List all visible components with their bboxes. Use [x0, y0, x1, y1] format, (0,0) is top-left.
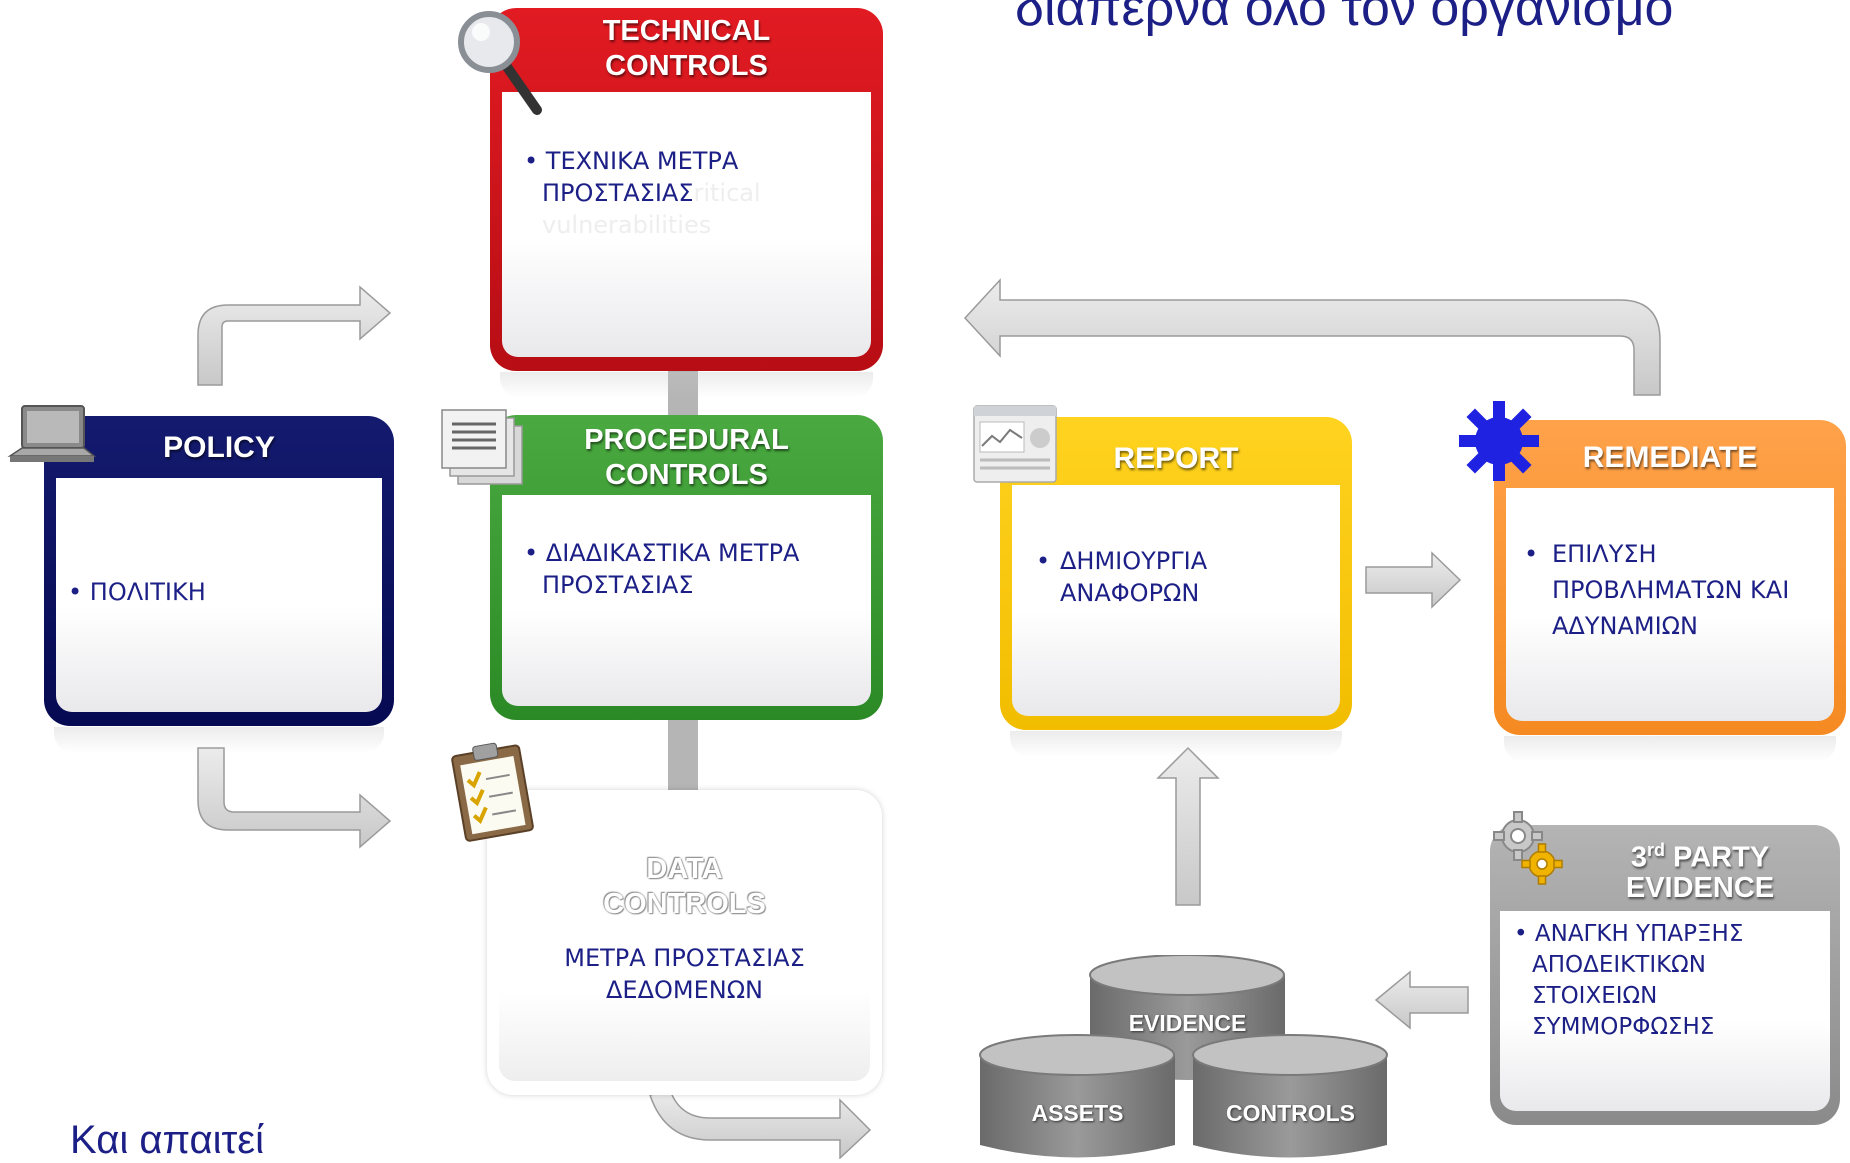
- arrow-remediate-to-technical: [963, 278, 1661, 396]
- technical-title-line2: CONTROLS: [605, 49, 768, 82]
- report-body-line2: ΑΝΑΦΟΡΩΝ: [1060, 579, 1200, 607]
- technical-ghost-line1: ritical: [693, 179, 761, 207]
- data-body-line1: ΜΕΤΡΑ ΠΡΟΣΤΑΣΙΑΣ: [564, 944, 805, 972]
- remediate-body-line1: ΕΠΙΛΥΣΗ: [1552, 540, 1657, 568]
- report-title: REPORT: [1113, 442, 1239, 475]
- report-card: REPORT • ΔΗΜΙΟΥΡΓΙΑ ΑΝΑΦΟΡΩΝ: [1000, 417, 1352, 730]
- evidence-title-line1: 3rd PARTY: [1560, 841, 1840, 873]
- arrow-data-bottom: [649, 1089, 872, 1159]
- policy-body: • ΠΟΛΙΤΙΚΗ: [68, 578, 206, 606]
- technical-body-line2: ΠΡΟΣΤΑΣΙΑΣ: [542, 179, 694, 207]
- clipboard-icon: [451, 742, 534, 842]
- technical-controls-card: TECHNICAL CONTROLS • ΤΕΧΝΙΚΑ ΜΕΤΡΑ ΠΡΟΣΤ…: [490, 8, 883, 371]
- evidence-title-sup: rd: [1646, 840, 1665, 860]
- arrow-policy-to-data: [197, 747, 392, 849]
- procedural-body-panel: • ΔΙΑΔΙΚΑΣΤΙΚΑ ΜΕΤΡΑ ΠΡΟΣΤΑΣΙΑΣ: [502, 495, 871, 706]
- arrow-report-to-remediate: [1365, 551, 1462, 609]
- evidence-body-line1: • ΑΝΑΓΚΗ ΥΠΑΡΞΗΣ: [1514, 921, 1744, 947]
- remediate-reflection: [1504, 736, 1836, 762]
- report-bullet: •: [1036, 547, 1051, 575]
- blue-gear-icon: [1459, 401, 1539, 481]
- technical-reflection: [500, 372, 873, 398]
- technical-ghost-line2: vulnerabilities: [542, 211, 712, 239]
- report-body-panel: • ΔΗΜΙΟΥΡΓΙΑ ΑΝΑΦΟΡΩΝ: [1012, 485, 1340, 716]
- document-stack-icon: [441, 409, 523, 485]
- evidence-body-line3: ΣΤΟΙΧΕΙΩΝ: [1532, 983, 1658, 1009]
- report-reflection: [1010, 731, 1342, 757]
- policy-reflection: [54, 727, 384, 753]
- remediate-card: REMEDIATE • ΕΠΙΛΥΣΗ ΠΡΟΒΛΗΜΑΤΩΝ ΚΑΙ ΑΔΥΝ…: [1494, 420, 1846, 735]
- remediate-body-panel: • ΕΠΙΛΥΣΗ ΠΡΟΒΛΗΜΑΤΩΝ ΚΑΙ ΑΔΥΝΑΜΙΩΝ: [1506, 488, 1834, 721]
- technical-title-line1: TECHNICAL: [602, 15, 771, 47]
- arrow-databases-to-report: [1156, 746, 1220, 906]
- procedural-body-line2: ΠΡΟΣΤΑΣΙΑΣ: [542, 571, 694, 599]
- gears-icon: [1493, 811, 1563, 885]
- database-stack: [979, 955, 1388, 1158]
- remediate-body-line2: ΠΡΟΒΛΗΜΑΤΩΝ ΚΑΙ: [1552, 576, 1790, 604]
- remediate-body-line3: ΑΔΥΝΑΜΙΩΝ: [1552, 612, 1698, 640]
- evidence-title-suffix: PARTY: [1664, 841, 1770, 874]
- report-screen-icon: [973, 405, 1057, 483]
- procedural-title-line2: CONTROLS: [605, 458, 768, 491]
- evidence-title-line2: EVIDENCE: [1625, 872, 1775, 905]
- arrow-evidence-to-databases: [1374, 970, 1469, 1030]
- laptop-icon: [7, 405, 96, 462]
- data-controls-card: DATA CONTROLS ΜΕΤΡΑ ΠΡΟΣΤΑΣΙΑΣ ΔΕΔΟΜΕΝΩΝ: [487, 790, 882, 1095]
- magnifier-icon: [458, 11, 542, 115]
- procedural-title-line1: PROCEDURAL: [584, 424, 789, 456]
- report-body-line1: ΔΗΜΙΟΥΡΓΙΑ: [1060, 547, 1208, 575]
- remediate-bullet: •: [1524, 540, 1539, 568]
- database-controls-label: CONTROLS: [1225, 1100, 1356, 1126]
- remediate-title: REMEDIATE: [1582, 441, 1758, 474]
- page-heading: διαπερνά όλο τον οργανισμό: [1015, 0, 1674, 37]
- procedural-controls-card: PROCEDURAL CONTROLS • ΔΙΑΔΙΚΑΣΤΙΚΑ ΜΕΤΡΑ…: [490, 415, 883, 720]
- data-title-line2: CONTROLS: [603, 887, 766, 920]
- arrow-policy-to-technical: [197, 285, 392, 386]
- policy-title: POLICY: [163, 431, 275, 464]
- footer-text: Και απαιτεί: [70, 1118, 265, 1162]
- technical-body-panel: • ΤΕΧΝΙΚΑ ΜΕΤΡΑ ΠΡΟΣΤΑΣΙΑΣritical vulner…: [502, 92, 871, 357]
- policy-body-panel: • ΠΟΛΙΤΙΚΗ: [56, 478, 382, 712]
- database-controls: [1192, 1034, 1388, 1158]
- policy-card: POLICY • ΠΟΛΙΤΙΚΗ: [44, 416, 394, 726]
- evidence-body-line2: ΑΠΟΔΕΙΚΤΙΚΩΝ: [1532, 952, 1706, 978]
- data-body-panel: ΜΕΤΡΑ ΠΡΟΣΤΑΣΙΑΣ ΔΕΔΟΜΕΝΩΝ: [499, 932, 870, 1081]
- connector-procedural-data: [668, 715, 698, 795]
- database-assets: [979, 1034, 1175, 1158]
- evidence-body-panel: • ΑΝΑΓΚΗ ΥΠΑΡΞΗΣ ΑΠΟΔΕΙΚΤΙΚΩΝ ΣΤΟΙΧΕΙΩΝ …: [1500, 911, 1830, 1111]
- database-evidence-label: EVIDENCE: [1128, 1010, 1247, 1036]
- database-assets-label: ASSETS: [1031, 1100, 1124, 1126]
- procedural-body-line1: • ΔΙΑΔΙΚΑΣΤΙΚΑ ΜΕΤΡΑ: [524, 539, 800, 567]
- evidence-body-line4: ΣΥΜΜΟΡΦΩΣΗΣ: [1532, 1014, 1715, 1040]
- data-title-line1: DATA: [646, 853, 723, 885]
- third-party-evidence-card: 3rd PARTY EVIDENCE • ΑΝΑΓΚΗ ΥΠΑΡΞΗΣ ΑΠΟΔ…: [1490, 825, 1840, 1125]
- evidence-title-prefix: 3: [1630, 841, 1647, 874]
- technical-body-line1: • ΤΕΧΝΙΚΑ ΜΕΤΡΑ: [524, 147, 739, 175]
- data-body-line2: ΔΕΔΟΜΕΝΩΝ: [605, 976, 763, 1004]
